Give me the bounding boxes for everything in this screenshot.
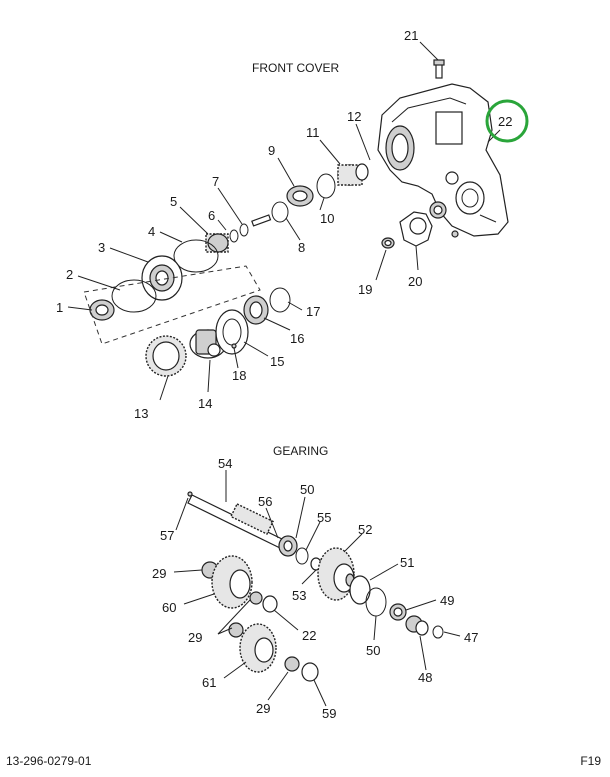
bearing-11 — [337, 163, 369, 186]
callouts-front-cover: 1 2 3 4 5 6 7 8 9 10 11 12 13 14 15 16 1… — [56, 28, 512, 421]
callout-21: 21 — [404, 28, 418, 43]
callout-12: 12 — [347, 109, 361, 124]
callout-15: 15 — [270, 354, 284, 369]
callout-29-a: 29 — [152, 566, 166, 581]
pin-18 — [231, 343, 237, 349]
highlight-circle-22 — [485, 99, 529, 143]
snap-ring-10 — [316, 173, 336, 199]
callout-14: 14 — [198, 396, 212, 411]
callout-29-b: 29 — [188, 630, 202, 645]
callout-13: 13 — [134, 406, 148, 421]
callout-59: 59 — [322, 706, 336, 721]
ring-8 — [271, 201, 289, 223]
ring-17 — [269, 287, 291, 313]
callout-61: 61 — [202, 675, 216, 690]
callout-19: 19 — [358, 282, 372, 297]
bearing-49 — [389, 603, 407, 621]
gasket-15 — [215, 309, 249, 355]
callout-16: 16 — [290, 331, 304, 346]
bearing-9 — [286, 185, 314, 207]
leader-lines-front — [67, 41, 501, 401]
kit-outline — [83, 265, 261, 345]
callout-1: 1 — [56, 300, 63, 315]
callout-53: 53 — [292, 588, 306, 603]
callout-49: 49 — [440, 593, 454, 608]
seal-1 — [89, 299, 115, 321]
gear-60 — [201, 555, 278, 613]
callout-48: 48 — [418, 670, 432, 685]
gear-61 — [228, 622, 319, 682]
callout-11: 11 — [306, 125, 320, 140]
callouts-gearing: 54 56 50 55 57 52 29 51 53 60 49 22 29 4… — [152, 456, 478, 721]
ring-2 — [111, 279, 157, 313]
callout-50-lower: 50 — [366, 643, 380, 658]
callout-29-c: 29 — [256, 701, 270, 716]
seal-plate-3 — [141, 255, 183, 301]
bearing-50-top — [278, 535, 298, 557]
callout-54: 54 — [218, 456, 232, 471]
callout-8: 8 — [298, 240, 305, 255]
ring-50-lower — [365, 587, 387, 617]
callout-57: 57 — [160, 528, 174, 543]
callout-4: 4 — [148, 224, 155, 239]
callout-2: 2 — [66, 267, 73, 282]
callout-7: 7 — [212, 174, 219, 189]
o-ring-4 — [173, 239, 219, 273]
callout-60: 60 — [162, 600, 176, 615]
gear-52 — [317, 547, 355, 601]
callout-18: 18 — [232, 368, 246, 383]
gear-5 — [205, 233, 229, 253]
callout-50-top: 50 — [300, 482, 314, 497]
ring-47 — [432, 625, 444, 639]
callout-47: 47 — [464, 630, 478, 645]
callout-22-gearing: 22 — [302, 628, 316, 643]
ring-55 — [295, 547, 309, 565]
callout-56: 56 — [258, 494, 272, 509]
document-number: 13-296-0279-01 — [6, 754, 92, 768]
yoke-20 — [399, 201, 459, 247]
shaft-pieces-7 — [229, 214, 272, 243]
bearing-48 — [405, 615, 429, 636]
ring-gear-13 — [145, 335, 187, 377]
callout-17: 17 — [306, 304, 320, 319]
callout-10: 10 — [320, 211, 334, 226]
callout-9: 9 — [268, 143, 275, 158]
section-title-gearing: GEARING — [273, 444, 328, 458]
callout-55: 55 — [317, 510, 331, 525]
callout-6: 6 — [208, 208, 215, 223]
callout-22: 22 — [498, 114, 512, 129]
callout-20: 20 — [408, 274, 422, 289]
ring-51 — [349, 575, 371, 605]
callout-51: 51 — [400, 555, 414, 570]
front-cover-housing — [377, 83, 509, 237]
page-number: F19 — [580, 754, 601, 768]
leader-lines-gearing — [173, 470, 461, 707]
bolt-21 — [433, 59, 445, 79]
section-title-front-cover: FRONT COVER — [252, 61, 339, 75]
nut-19 — [381, 237, 395, 249]
callout-3: 3 — [98, 240, 105, 255]
callout-52: 52 — [358, 522, 372, 537]
callout-5: 5 — [170, 194, 177, 209]
seal-16 — [243, 295, 269, 325]
